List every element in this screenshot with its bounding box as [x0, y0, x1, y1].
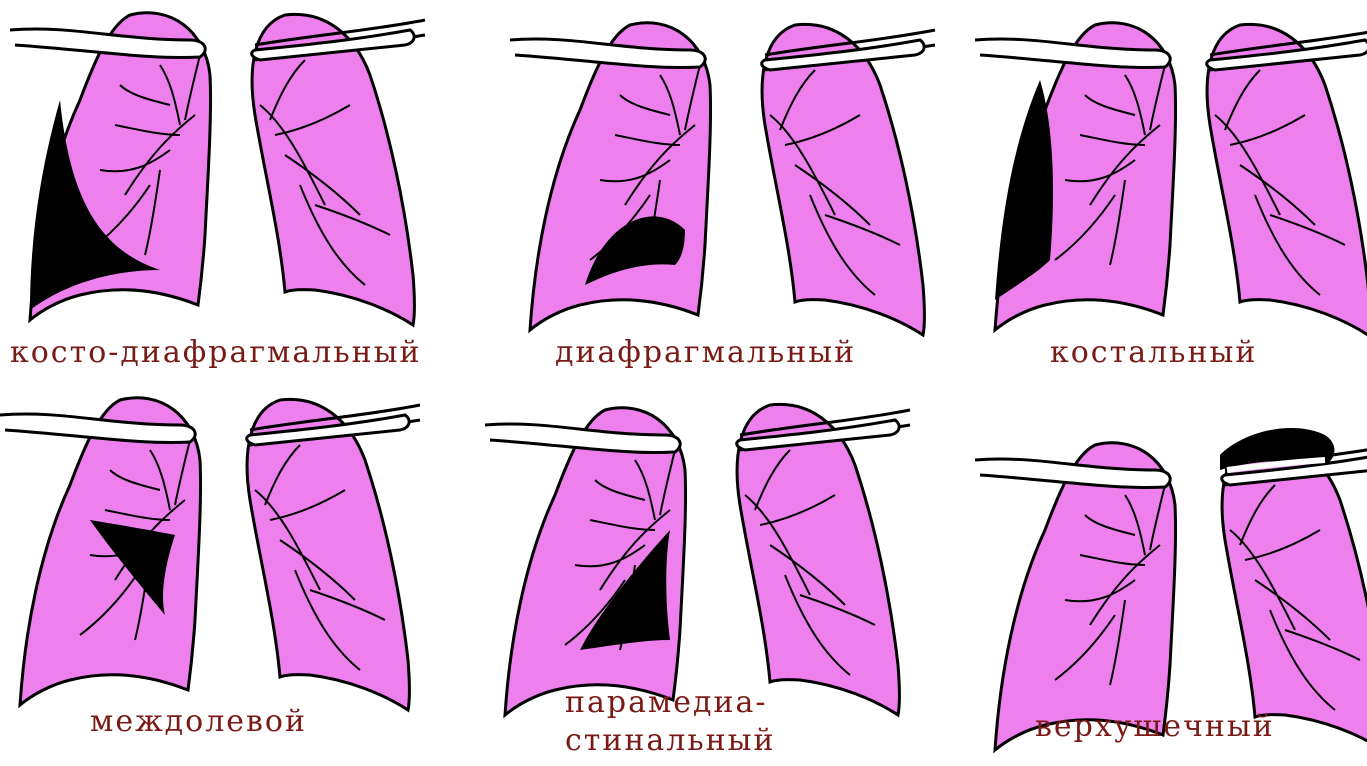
panel-interlobar: междолевой	[0, 385, 440, 765]
lungs-diagram	[505, 390, 925, 710]
caption: костальный	[1050, 336, 1257, 371]
panel-apical: верхушечный	[995, 420, 1367, 766]
lungs-diagram	[985, 0, 1367, 330]
panel-costo-diaphragmatic: косто-диафрагмальный	[0, 0, 440, 380]
lungs-diagram	[0, 385, 440, 705]
panel-paramediastinal: парамедиа- стинальный	[505, 390, 925, 766]
caption-line-1: парамедиа-	[565, 686, 768, 721]
lungs-diagram	[0, 0, 440, 330]
lungs-diagram	[455, 0, 925, 330]
lungs-diagram	[995, 420, 1367, 720]
panel-diaphragmatic: диафрагмальный	[455, 0, 925, 380]
caption-line-2: стинальный	[565, 724, 776, 759]
caption: междолевой	[90, 705, 307, 740]
panel-costal: костальный	[985, 0, 1367, 380]
caption: косто-диафрагмальный	[10, 336, 422, 371]
caption: верхушечный	[1035, 710, 1275, 745]
caption: диафрагмальный	[555, 336, 856, 371]
